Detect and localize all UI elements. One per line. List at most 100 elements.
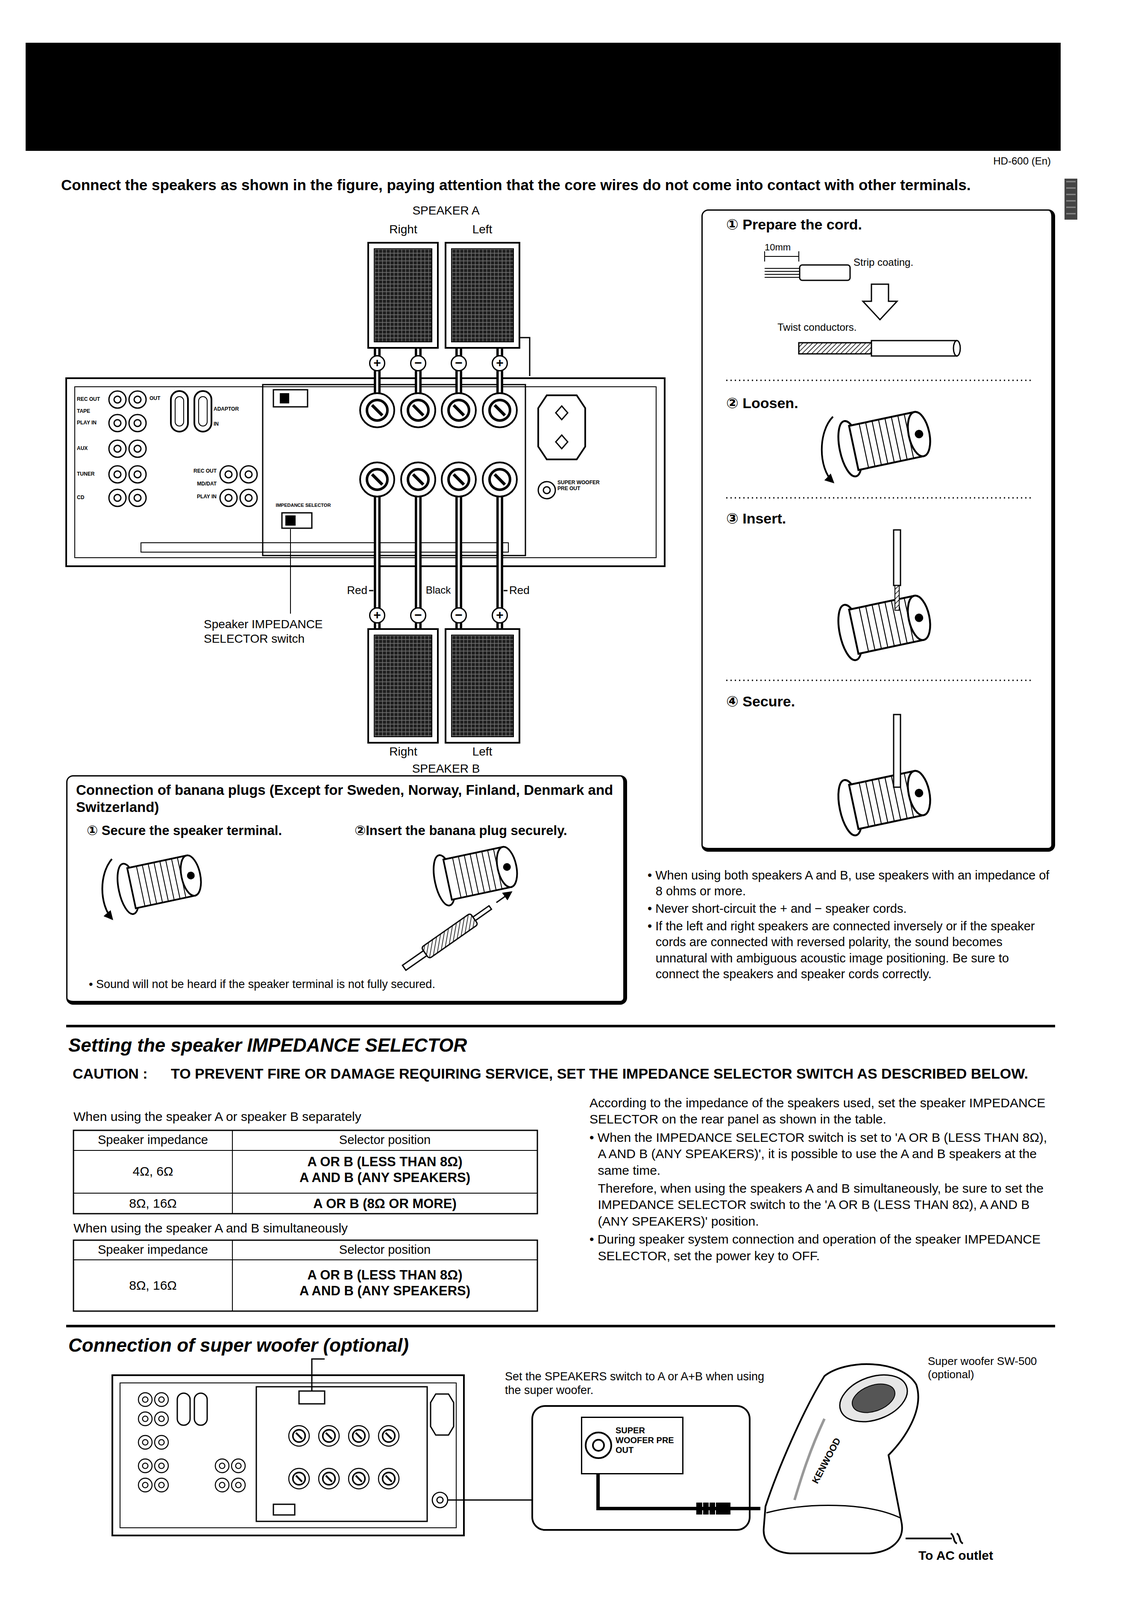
polarity-sign: − bbox=[411, 356, 426, 370]
label-text: Set the SPEAKERS switch to A or A+B when… bbox=[504, 1369, 779, 1397]
label-text: IN bbox=[213, 420, 231, 427]
ellipse-shape bbox=[953, 340, 961, 356]
label-text: Speaker impedance bbox=[73, 1132, 233, 1147]
label-text: MD/DAT bbox=[181, 480, 217, 487]
rect-shape bbox=[66, 1324, 1056, 1327]
text-block: Connection of super woofer (optional) bbox=[68, 1333, 624, 1357]
node-text: ③ Insert. bbox=[726, 509, 1026, 528]
node-title: Right bbox=[351, 744, 455, 759]
text-block: 8Ω, 16Ω bbox=[73, 1277, 233, 1293]
rect-shape bbox=[285, 515, 296, 526]
text-block: CD bbox=[76, 494, 108, 501]
text-block: To AC outlet bbox=[918, 1547, 1039, 1563]
g-shape bbox=[215, 1458, 229, 1473]
path-shape bbox=[377, 348, 500, 628]
use-shape bbox=[318, 1467, 340, 1489]
speaker-grille bbox=[446, 629, 519, 742]
label-text: • If the left and right speakers are con… bbox=[647, 917, 1056, 982]
polarity-sign: − bbox=[411, 608, 426, 622]
use-shape bbox=[108, 439, 127, 458]
rect-shape bbox=[170, 390, 188, 432]
path-shape bbox=[73, 1129, 538, 1214]
label-text: OUT bbox=[149, 395, 170, 402]
text-block: REC OUT bbox=[76, 395, 108, 402]
text-block: Speaker IMPEDANCE SELECTOR switch bbox=[203, 616, 345, 646]
use-shape bbox=[360, 392, 395, 428]
text-block: Twist conductors. bbox=[777, 321, 898, 334]
speaker-grille bbox=[369, 243, 437, 347]
text-block: HD-600 (En) bbox=[905, 155, 1051, 168]
path-shape bbox=[794, 1418, 825, 1500]
label-text: HD-600 (En) bbox=[905, 155, 1051, 168]
label-text: A OR B (8Ω OR MORE) bbox=[232, 1195, 538, 1212]
polygon-shape bbox=[538, 395, 586, 460]
label-text: 10mm bbox=[764, 241, 808, 253]
use-shape bbox=[129, 465, 147, 483]
text-block: 10mm bbox=[764, 241, 808, 253]
speaker-box: Right bbox=[367, 627, 439, 744]
rect-shape bbox=[175, 396, 184, 426]
jack-box: SUPER WOOFER PRE OUT bbox=[580, 1416, 684, 1474]
rect-shape bbox=[374, 248, 432, 342]
rect-shape bbox=[281, 512, 312, 528]
node-title: Connection of banana plugs (Except for S… bbox=[76, 781, 619, 816]
path-shape bbox=[290, 528, 291, 614]
text-block: SPEAKER A bbox=[377, 203, 515, 218]
use-shape bbox=[138, 1411, 153, 1426]
node-title: Left bbox=[431, 744, 534, 759]
rect-shape bbox=[532, 1405, 750, 1530]
path-shape bbox=[520, 337, 530, 376]
use-shape bbox=[231, 1458, 246, 1473]
label-text: CAUTION : bbox=[72, 1064, 171, 1083]
g-shape bbox=[138, 1411, 153, 1426]
cable-connector bbox=[598, 1473, 761, 1508]
use-shape bbox=[348, 1425, 370, 1446]
polarity-sign: + bbox=[492, 608, 507, 622]
label-text: Connect the speakers as shown in the fig… bbox=[61, 175, 1095, 194]
rect-shape bbox=[66, 1024, 1056, 1027]
g-shape bbox=[138, 1458, 153, 1473]
text-block: AUX bbox=[76, 445, 108, 452]
text-block: Speaker impedance bbox=[73, 1132, 233, 1147]
rect-shape bbox=[893, 529, 901, 586]
rect-shape bbox=[66, 378, 665, 566]
g-shape bbox=[318, 1467, 340, 1489]
rect-shape bbox=[799, 264, 851, 281]
rect-shape bbox=[74, 386, 657, 558]
path-shape bbox=[763, 1363, 919, 1553]
polarity-mark: + bbox=[491, 607, 508, 624]
label-text: SUPER WOOFER PRE OUT bbox=[557, 479, 609, 492]
use-shape bbox=[154, 1411, 169, 1426]
g-shape bbox=[348, 1467, 370, 1489]
rect-shape bbox=[451, 634, 514, 737]
label-text: IMPEDANCE SELECTOR bbox=[266, 502, 340, 508]
use-shape bbox=[432, 1491, 448, 1508]
node-text: • Sound will not be heard if the speaker… bbox=[88, 976, 615, 991]
rect-shape bbox=[112, 1374, 464, 1535]
node-text: ④ Secure. bbox=[726, 692, 1026, 710]
node-title: Right bbox=[351, 222, 455, 237]
label-text: Speaker IMPEDANCE SELECTOR switch bbox=[203, 616, 345, 646]
rect-shape bbox=[25, 42, 1061, 151]
use-shape bbox=[219, 489, 238, 507]
label-text: PLAY IN bbox=[181, 493, 217, 500]
path-shape bbox=[905, 1532, 963, 1543]
rect-shape bbox=[73, 1129, 538, 1214]
label-text: Twist conductors. bbox=[777, 321, 898, 334]
label-text: Selector position bbox=[232, 1241, 538, 1257]
use-shape bbox=[240, 465, 258, 483]
polarity-mark: + bbox=[369, 607, 386, 624]
speaker-grille bbox=[446, 243, 519, 347]
label-text: Strip coating. bbox=[853, 256, 948, 269]
text-block: When using the speaker A or speaker B se… bbox=[73, 1108, 544, 1124]
speaker-box: Left bbox=[444, 627, 521, 744]
use-shape bbox=[538, 481, 556, 499]
label-text: REC OUT bbox=[76, 395, 108, 402]
polarity-sign: − bbox=[451, 356, 466, 370]
text-block: Red bbox=[509, 583, 540, 597]
g-shape bbox=[231, 1458, 246, 1473]
label-text: Speaker impedance bbox=[73, 1241, 233, 1257]
label-text: PLAY IN bbox=[76, 419, 108, 426]
text-block: Setting the speaker IMPEDANCE SELECTOR bbox=[68, 1033, 752, 1057]
use-shape bbox=[129, 414, 147, 432]
